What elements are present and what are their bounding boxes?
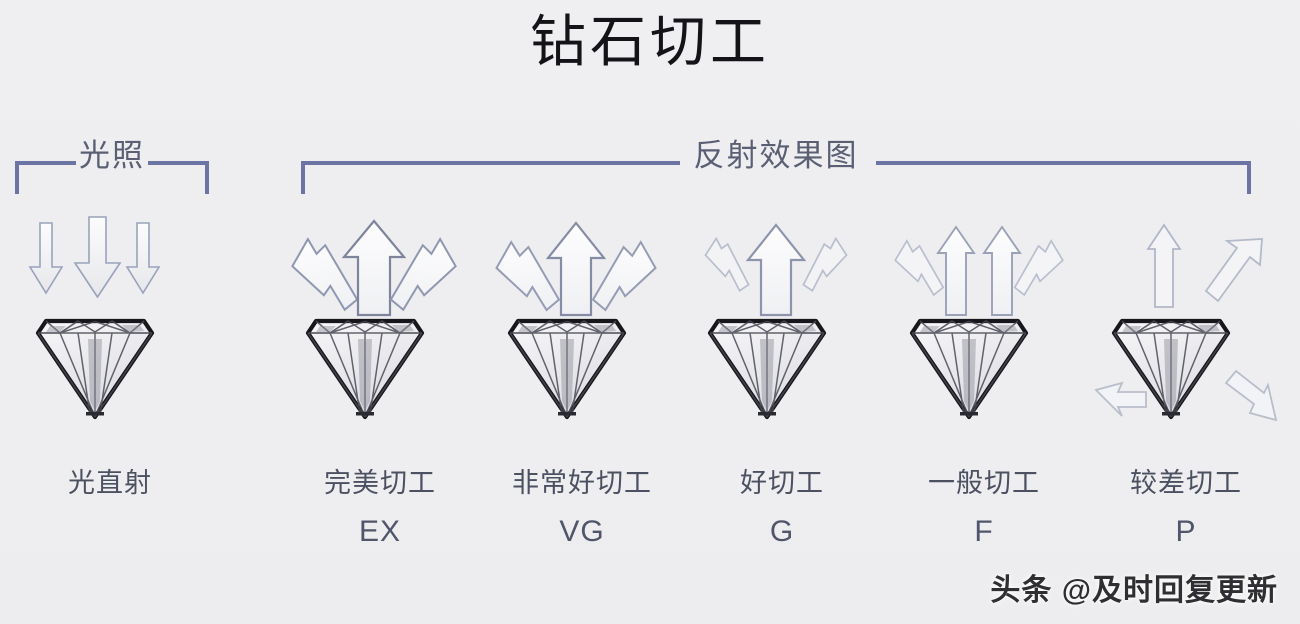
diamond-shape xyxy=(35,318,155,420)
illustration-direct-light xyxy=(10,215,210,430)
caption-cn: 一般切工 xyxy=(928,468,1040,498)
caption-grade: P xyxy=(1175,515,1197,548)
illustration-fair xyxy=(884,215,1084,430)
illustration-good xyxy=(682,215,882,430)
caption-cn: 完美切工 xyxy=(324,468,436,498)
diamond-shape xyxy=(909,318,1029,420)
caption-grade: VG xyxy=(559,515,605,548)
bracket-shape-light xyxy=(15,161,209,194)
reflect-arrow-up-right xyxy=(389,237,457,312)
caption-grade: G xyxy=(769,515,795,548)
diamond-shape xyxy=(305,318,425,420)
illustration-very-good xyxy=(482,215,682,430)
column-good: 好切工 G xyxy=(682,215,882,565)
reflect-arrow-up-center xyxy=(341,219,407,317)
caption-poor: 较差切工 P xyxy=(1086,463,1286,555)
diamond-shape xyxy=(507,318,627,420)
caption-cn: 光直射 xyxy=(68,468,152,498)
diamond-shape xyxy=(707,318,827,420)
illustration-poor xyxy=(1086,215,1286,430)
leak-arrow-down-right xyxy=(1224,369,1278,422)
column-direct-light: 光直射 xyxy=(10,215,210,565)
column-very-good: 非常好切工 VG xyxy=(482,215,682,565)
caption-cn: 好切工 xyxy=(740,468,824,498)
caption-excellent: 完美切工 EX xyxy=(280,463,480,555)
group-label-reflect: 反射效果图 xyxy=(693,138,859,173)
reflect-arrow-up-left xyxy=(704,236,750,292)
reflect-arrow-up-left xyxy=(291,237,359,312)
diamond-shape xyxy=(1111,318,1231,420)
column-poor: 较差切工 P xyxy=(1086,215,1286,565)
reflect-arrow-up-right xyxy=(1204,238,1263,303)
page-title: 钻石切工 xyxy=(530,10,770,73)
group-bracket-light: 光照 xyxy=(14,134,210,196)
column-excellent: 完美切工 EX xyxy=(280,215,480,565)
reflect-arrow-up-center xyxy=(745,223,807,317)
light-arrow-down-left xyxy=(28,222,64,295)
caption-very-good: 非常好切工 VG xyxy=(482,463,682,555)
caption-cn: 非常好切工 xyxy=(512,468,652,498)
reflect-arrow-up-left xyxy=(495,240,561,312)
bracket-shape-reflect xyxy=(301,161,1251,194)
illustration-excellent xyxy=(280,215,480,430)
reflect-arrow-up-outer-right xyxy=(1013,239,1064,297)
reflect-arrow-up-right xyxy=(591,240,657,312)
caption-fair: 一般切工 F xyxy=(884,463,1084,555)
watermark: 头条 @及时回复更新 xyxy=(990,574,1278,607)
caption-cn: 较差切工 xyxy=(1130,468,1242,498)
caption-grade: F xyxy=(974,515,994,548)
reflect-arrow-up-right xyxy=(802,236,848,292)
reflect-arrow-up-right xyxy=(982,225,1022,316)
light-arrow-down-right xyxy=(125,222,161,295)
group-bracket-reflect: 反射效果图 xyxy=(300,134,1252,196)
reflect-arrow-up-center xyxy=(545,221,607,317)
caption-grade: EX xyxy=(358,515,402,548)
leak-arrow-down-left xyxy=(1094,381,1147,417)
reflect-arrow-up-center xyxy=(1146,223,1182,308)
caption-good: 好切工 G xyxy=(682,463,882,555)
reflect-arrow-up-left xyxy=(936,225,976,316)
group-label-light: 光照 xyxy=(79,138,145,173)
caption-direct-light: 光直射 xyxy=(10,463,210,503)
column-fair: 一般切工 F xyxy=(884,215,1084,565)
reflect-arrow-up-outer-left xyxy=(894,239,945,297)
light-arrow-down-center xyxy=(73,216,122,299)
